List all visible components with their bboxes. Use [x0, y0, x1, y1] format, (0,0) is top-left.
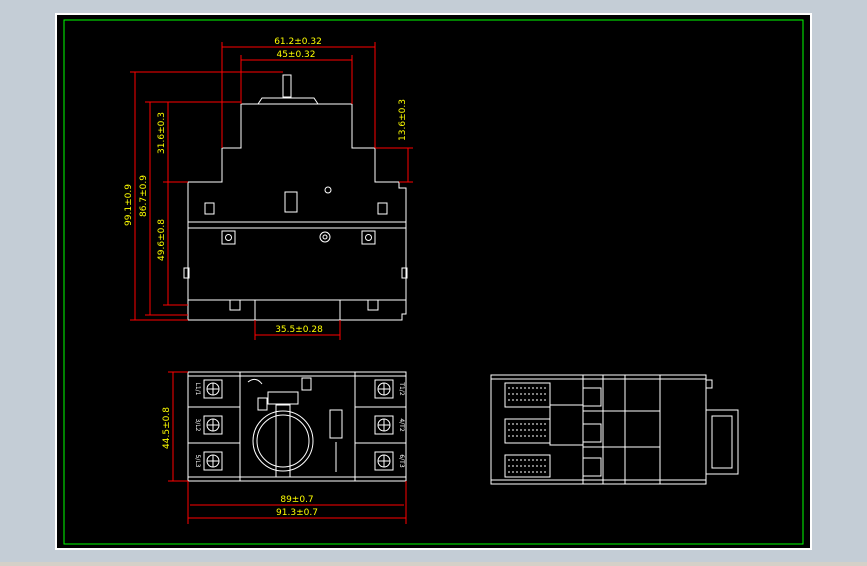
shaft-collar	[257, 97, 319, 105]
terminal-right-1	[374, 379, 394, 399]
knob-handle-bar	[275, 404, 291, 478]
terminal-left-1	[203, 379, 223, 399]
rail-foot-right	[367, 300, 379, 311]
label-rail: 35.5±0.28	[275, 325, 323, 335]
slot-right	[377, 202, 388, 215]
screw-right-head	[365, 234, 372, 241]
terminal-right-2	[374, 415, 394, 435]
label-lower-height: 49.6±0.8	[157, 219, 167, 261]
lock-tab	[257, 397, 268, 411]
front-view	[183, 74, 408, 321]
side-knob	[705, 409, 739, 475]
screw-left	[221, 230, 236, 245]
side-terminal-2	[582, 423, 602, 443]
side-fins	[508, 387, 548, 473]
housing-outline	[187, 103, 407, 321]
clip-left	[183, 267, 190, 279]
rail-foot-left	[229, 300, 241, 311]
label-width-outer: 91.3±0.7	[276, 508, 318, 518]
clip-right	[401, 267, 408, 279]
fin-block-1	[504, 382, 551, 408]
top-dimension-labels: 44.5±0.8 89±0.7 91.3±0.7	[162, 407, 318, 518]
label-depth: 44.5±0.8	[162, 407, 172, 449]
rating-plate	[329, 409, 343, 439]
terminal-label-left-1: L1/1	[194, 383, 201, 396]
fin-block-3	[504, 454, 551, 478]
terminal-label-left-3: 5/L3	[194, 455, 201, 468]
front-dimension-labels: 61.2±0.32 45±0.32 99.1±0.9 86.7±0.9 31.6…	[124, 37, 408, 335]
top-dimensions	[168, 371, 407, 524]
terminal-left-3	[203, 451, 223, 471]
terminal-label-right-3: 6/T3	[398, 454, 405, 468]
front-dimensions	[130, 42, 413, 340]
terminal-labels: L1/1 3/L2 5/L3 T1/2 4/T2 6/T3	[194, 381, 405, 468]
knob-handle-top	[267, 391, 299, 405]
outer-border	[55, 13, 812, 550]
terminal-label-left-2: 3/L2	[194, 419, 201, 432]
top-view-outline	[187, 371, 407, 482]
label-body-height: 86.7±0.9	[139, 175, 149, 217]
label-top-outer: 61.2±0.32	[274, 37, 322, 47]
shaft	[282, 74, 292, 98]
top-view	[187, 371, 407, 482]
screw-left-head	[225, 234, 232, 241]
title-frame	[63, 19, 804, 545]
screw-center	[319, 231, 331, 243]
label-overall-height: 99.1±0.9	[124, 184, 134, 226]
side-view	[490, 374, 739, 485]
terminal-left-2	[203, 415, 223, 435]
terminal-label-right-1: T1/2	[398, 381, 405, 396]
screw-center-inner	[322, 234, 328, 240]
side-tab	[705, 379, 713, 389]
model-space	[56, 14, 811, 549]
side-knob-inner	[711, 415, 733, 469]
label-right-step: 13.6±0.3	[398, 99, 408, 141]
side-terminal-1	[582, 387, 602, 407]
rotary-knob-inner	[256, 414, 310, 468]
rotation-arrow-icon	[247, 378, 263, 385]
label-top-inner: 45±0.32	[276, 50, 315, 60]
window-center	[284, 191, 298, 213]
side-terminal-3	[582, 457, 602, 477]
slot-left	[204, 202, 215, 215]
screw-right	[361, 230, 376, 245]
rotary-knob	[252, 410, 314, 472]
terminal-right-3	[374, 451, 394, 471]
indicator-window	[301, 377, 312, 391]
led-indicator	[324, 186, 332, 194]
terminal-label-right-2: 4/T2	[398, 418, 405, 432]
label-shaft-height: 31.6±0.3	[157, 112, 167, 154]
label-width-inner: 89±0.7	[280, 495, 313, 505]
